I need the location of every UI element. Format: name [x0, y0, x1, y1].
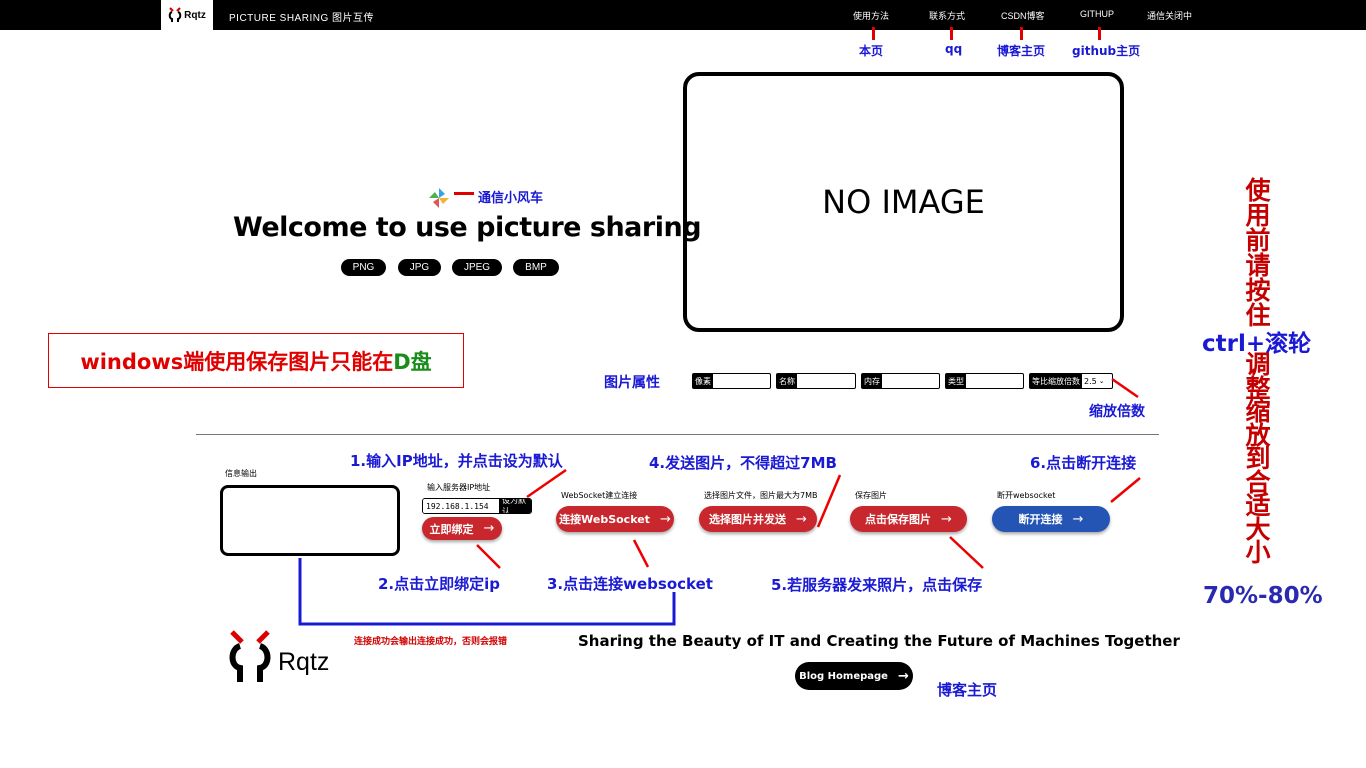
nav-note-blog: 博客主页 [997, 44, 1046, 58]
zoom-instruction: 使用前请按住 [1238, 178, 1278, 328]
annotation-mark [1020, 27, 1023, 40]
nav-note-github: github主页 [1072, 44, 1141, 58]
image-properties-label: 图片属性 [604, 375, 660, 391]
name-field-label: 名称 [777, 374, 797, 388]
blog-homepage-button[interactable]: Blog Homepage → [795, 662, 913, 690]
image-preview: NO IMAGE [683, 72, 1124, 332]
warning-text: windows端使用保存图片只能在 [80, 349, 394, 374]
nav-item-usage[interactable]: 使用方法 [853, 11, 890, 21]
footer-tagline: Sharing the Beauty of IT and Creating th… [578, 632, 1180, 650]
type-field[interactable]: 类型 [945, 373, 1024, 389]
disconnect-label-text: 断开连接 [1018, 513, 1063, 526]
footer-logo-text: Rqtz [278, 648, 330, 676]
info-output-label: 信息输出 [225, 469, 257, 478]
send-image-label-text: 选择图片并发送 [709, 513, 787, 526]
memory-field-label: 内存 [862, 374, 882, 388]
arrow-right-icon: → [659, 511, 671, 527]
nav-item-contact[interactable]: 联系方式 [929, 11, 966, 21]
scale-select-value-wrap[interactable]: 2.5⌄ [1082, 374, 1107, 388]
nav-note-qq: qq [945, 42, 963, 56]
step-2-note: 2.点击立即绑定ip [378, 575, 501, 593]
arrow-right-icon: → [897, 668, 909, 684]
pinwheel-icon[interactable] [428, 187, 450, 209]
welcome-heading: Welcome to use picture sharing [233, 212, 702, 243]
ip-field[interactable]: 设为默认 [422, 498, 532, 514]
scale-note: 缩放倍数 [1089, 404, 1145, 420]
blog-homepage-label: Blog Homepage [799, 670, 888, 682]
pixel-field-label: 像素 [693, 374, 713, 388]
arrow-right-icon: → [796, 511, 807, 527]
arrow-right-icon: → [941, 511, 952, 527]
brand-logo[interactable]: Rqtz [161, 0, 213, 30]
brand-logo-text: Rqtz [184, 9, 206, 21]
arrow-right-icon: → [1072, 511, 1084, 527]
disconnect-label: 断开websocket [997, 491, 1056, 500]
image-preview-placeholder: NO IMAGE [822, 183, 985, 221]
step-6-note: 6.点击断开连接 [1030, 454, 1137, 472]
connect-websocket-label: 连接WebSocket [559, 513, 650, 526]
ip-input-label: 输入服务器IP地址 [427, 483, 491, 492]
format-badge-png: PNG [341, 259, 386, 276]
scale-select-value: 2.5 [1084, 376, 1097, 386]
nav-item-csdn-blog[interactable]: CSDN博客 [1001, 11, 1045, 21]
arrow-right-icon: → [483, 521, 495, 536]
send-image-label: 选择图片文件，图片最大为7MB [704, 491, 818, 500]
annotation-arrow [1111, 377, 1139, 399]
save-image-label: 保存图片 [855, 491, 887, 500]
blog-note: 博客主页 [937, 681, 998, 699]
name-field[interactable]: 名称 [776, 373, 856, 389]
scale-select-label: 等比缩放倍数 [1030, 374, 1082, 388]
section-divider [196, 434, 1159, 435]
zoom-instruction-part1: 使用前请按住 [1245, 176, 1271, 330]
memory-field[interactable]: 内存 [861, 373, 940, 389]
step-4-note: 4.发送图片，不得超过7MB [649, 454, 837, 472]
format-badge-jpeg: JPEG [452, 259, 502, 276]
zoom-percent: 70%-80% [1203, 583, 1323, 609]
pinwheel-note: 通信小风车 [478, 191, 544, 206]
format-badge-bmp: BMP [513, 259, 559, 276]
bind-ip-button[interactable]: 立即绑定 → [422, 517, 502, 540]
info-output-box [220, 485, 400, 556]
site-title: PICTURE SHARING 图片互传 [229, 13, 375, 24]
connection-note: 连接成功会输出连接成功，否则会报错 [354, 637, 508, 647]
rqtz-footer-logo-icon [229, 630, 271, 682]
ip-input[interactable] [423, 499, 499, 513]
connect-websocket-button[interactable]: 连接WebSocket → [556, 506, 674, 532]
nav-item-connection-status[interactable]: 通信关闭中 [1147, 11, 1193, 21]
ws-connect-label: WebSocket建立连接 [561, 491, 638, 500]
annotation-mark [950, 27, 953, 40]
zoom-instruction-rest: 调整缩放到合适大小 [1238, 350, 1278, 567]
rqtz-logo-icon [168, 7, 182, 22]
scale-select[interactable]: 等比缩放倍数 2.5⌄ [1029, 373, 1113, 389]
zoom-instruction-part3: 调整缩放到合适大小 [1245, 350, 1271, 567]
top-nav-bar [0, 0, 1366, 30]
type-field-label: 类型 [946, 374, 966, 388]
nav-item-github[interactable]: GITHUP [1080, 9, 1115, 19]
annotation-mark [872, 27, 875, 40]
step-3-note: 3.点击连接websocket [547, 575, 713, 593]
step-5-note: 5.若服务器发来照片，点击保存 [771, 576, 983, 594]
annotation-mark [1098, 27, 1101, 40]
disconnect-button[interactable]: 断开连接 → [992, 506, 1110, 532]
save-image-label-text: 点击保存图片 [865, 513, 932, 526]
bind-ip-label: 立即绑定 [429, 522, 474, 536]
format-badge-jpg: JPG [398, 259, 441, 276]
send-image-button[interactable]: 选择图片并发送 → [699, 506, 817, 532]
nav-note-this-page: 本页 [859, 44, 884, 58]
save-image-button[interactable]: 点击保存图片 → [850, 506, 967, 532]
warning-highlight: D盘 [393, 349, 432, 374]
annotation-mark [454, 192, 474, 195]
pixel-field[interactable]: 像素 [692, 373, 771, 389]
zoom-shortcut: ctrl+滚轮 [1202, 331, 1312, 357]
chevron-down-icon: ⌄ [1098, 377, 1105, 385]
step-1-note: 1.输入IP地址，并点击设为默认 [350, 452, 563, 470]
set-default-button[interactable]: 设为默认 [499, 499, 531, 513]
